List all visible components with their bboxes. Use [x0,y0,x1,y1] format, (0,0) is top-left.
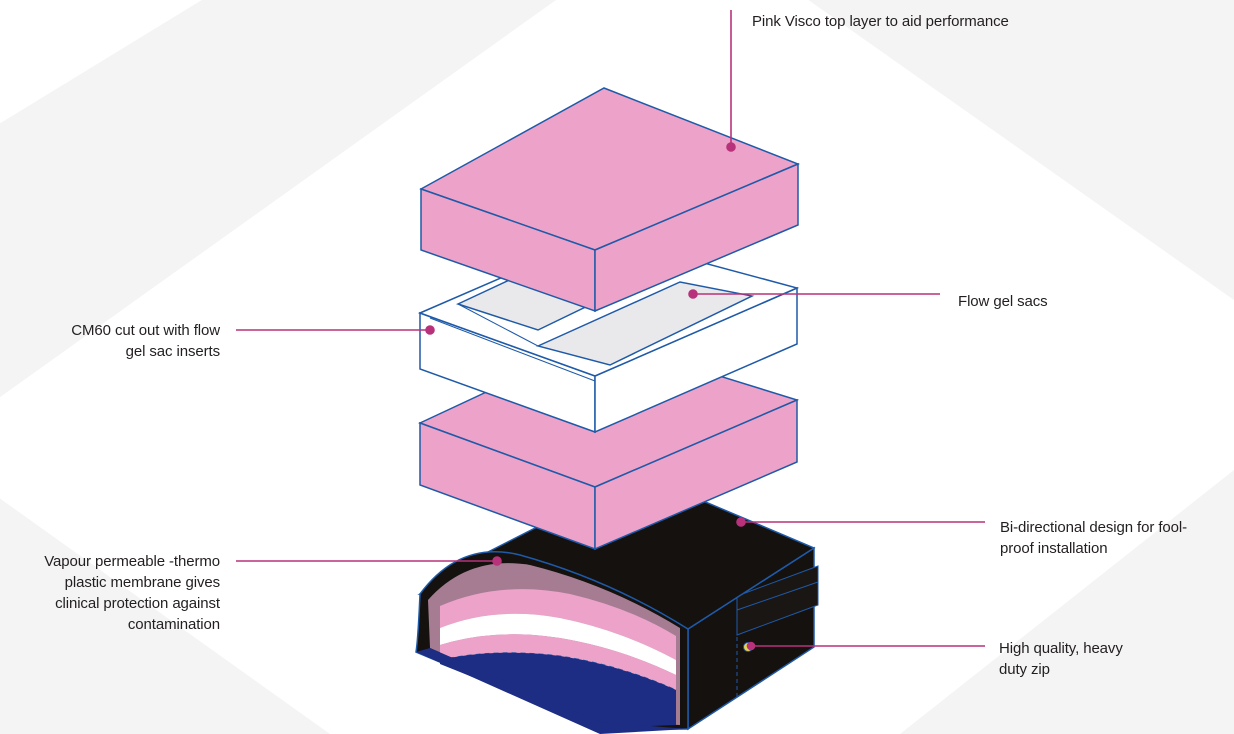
middle-foam-right-face [594,398,798,551]
label-zip-line-1: High quality, heavy [999,640,1123,657]
label-vapour-line-4: contamination [127,616,220,633]
cutaway-pink-layer-2 [440,634,676,690]
label-vapour-line-1: Vapour permeable -thermo [44,553,220,570]
top-pink-visco-layer [419,87,800,313]
background-diamond-right [808,0,1234,300]
label-vapour: Vapour permeable -thermo plastic membran… [10,551,220,635]
label-zip-line-2: duty zip [999,661,1050,678]
label-top-layer-text: Pink Visco top layer to aid performance [752,13,1009,30]
top-foam-right-face [594,162,799,313]
cm60-inner-edge [429,317,596,382]
label-vapour-line-3: clinical protection against [55,595,220,612]
label-bidirectional-line-1: Bi-directional design for fool- [1000,519,1187,536]
label-zip: High quality, heavy duty zip [999,638,1199,680]
background-diamond-left [0,0,556,398]
leader-top-layer-dot [726,142,736,152]
leader-vapour-dot [492,556,502,566]
label-top-layer: Pink Visco top layer to aid performance [752,11,1082,32]
label-bidirectional-line-2: proof installation [1000,540,1108,557]
leader-zip-dot [746,641,756,651]
background-diamond-bottom-right [900,470,1234,734]
cover-zip-band [736,565,819,636]
label-cm60: CM60 cut out with flow gel sac inserts [20,320,220,362]
base-cushion-with-cover [415,494,819,734]
label-cm60-line-2: gel sac inserts [125,343,220,360]
cutaway-blue-base [440,652,676,728]
gel-sac-right [535,281,755,366]
cutaway-white-layer [440,613,676,675]
leader-lines [236,10,985,651]
label-vapour-line-2: plastic membrane gives [64,574,220,591]
label-bidirectional: Bi-directional design for fool- proof in… [1000,517,1232,559]
cutaway-pink-layer-1 [440,589,676,660]
base-bottom-blue [416,648,688,734]
label-cm60-line-1: CM60 cut out with flow [71,322,220,339]
leader-gel-sacs-dot [688,289,698,299]
cover-zip-seam [736,581,819,611]
background-diamond-bottom [0,498,330,734]
label-gel-sacs: Flow gel sacs [958,291,1158,312]
gel-sac-slot-edge [457,303,539,347]
leader-cm60-dot [425,325,435,335]
label-gel-sacs-text: Flow gel sacs [958,293,1048,310]
leader-bidirectional-dot [736,517,746,527]
